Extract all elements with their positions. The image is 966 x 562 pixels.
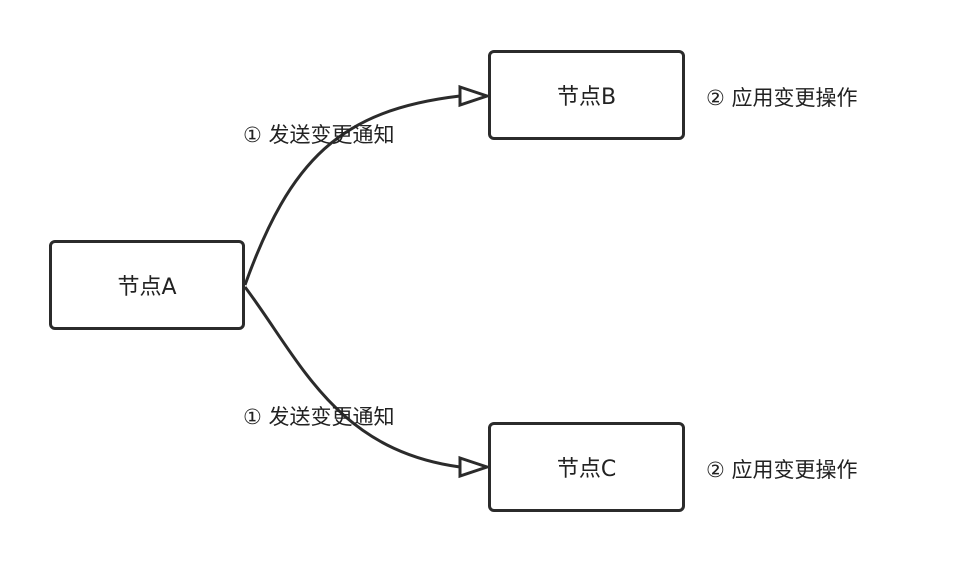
edge-a-to-c [243, 286, 461, 469]
node-a: 节点A [49, 240, 245, 330]
edge-label-a-to-b: ① 发送变更通知 [243, 123, 395, 147]
node-note-b: ② 应用变更操作 [706, 86, 858, 110]
edge-label-a-to-c: ① 发送变更通知 [243, 405, 395, 429]
node-c-label: 节点C [556, 457, 617, 482]
edge-a-to-b [243, 94, 461, 286]
node-c: 节点C [488, 422, 685, 512]
node-a-label: 节点A [117, 275, 177, 300]
arrowhead-c [458, 455, 492, 479]
arrowhead-b [458, 84, 492, 108]
node-b: 节点B [488, 50, 685, 140]
node-note-c: ② 应用变更操作 [706, 458, 858, 482]
node-b-label: 节点B [556, 85, 617, 110]
